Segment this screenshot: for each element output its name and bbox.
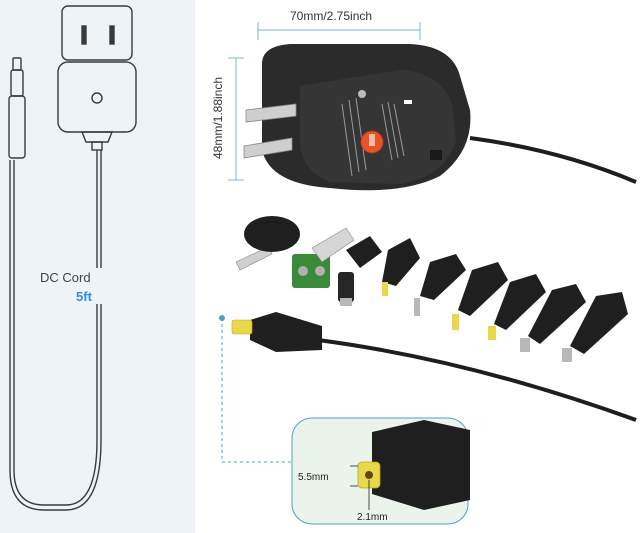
barrel-neck-outline (10, 69, 24, 97)
connector-tip-3 (414, 254, 466, 316)
plug-head-outline (61, 5, 133, 61)
cable-clip-metal (235, 245, 273, 271)
connector-tip-7 (562, 292, 628, 362)
cable-outline-inner (9, 150, 102, 511)
polarity-marker (358, 90, 366, 98)
prong-top (245, 103, 297, 123)
height-dimension-label: 48mm/1.88inch (211, 76, 225, 160)
cable-clip (244, 216, 300, 252)
terminal-screw-1 (298, 266, 308, 276)
dc-plug-body (250, 312, 322, 352)
adapter-photo (243, 44, 637, 191)
adapter-line-drawing (8, 5, 137, 511)
connector-tip-6 (520, 284, 586, 352)
dial-outline (91, 92, 103, 104)
plug-prong-right (109, 25, 115, 45)
accessory-tips (235, 216, 628, 362)
plug-prong-left (81, 25, 87, 45)
adapter-face (300, 70, 456, 184)
zoomed-plug-pin (365, 471, 373, 479)
dc-plug-tip (231, 319, 253, 335)
dimension-lines (228, 22, 421, 181)
callout-dot (219, 315, 225, 321)
connector-tip-micro-usb (338, 236, 382, 306)
terminal-housing (311, 227, 355, 263)
outer-diameter-label: 5.5mm (298, 472, 329, 483)
callout-leader (221, 318, 292, 463)
connector-tip-2 (382, 238, 420, 296)
barrel-tip-outline (12, 57, 22, 71)
output-port (430, 150, 442, 160)
cable-outline (13, 150, 98, 506)
zoomed-plug-body (372, 420, 470, 510)
connector-tip-4 (452, 262, 508, 330)
inner-diameter-label: 2.1mm (357, 512, 388, 523)
adapter-label-print (341, 97, 405, 177)
prong-bottom (243, 137, 293, 159)
adapter-cable (469, 136, 637, 184)
adapter-body-outline (57, 61, 137, 133)
dc-cord-label: DC Cord (40, 270, 91, 285)
width-dimension-label: 70mm/2.75inch (290, 9, 373, 23)
cable-boot-outline (91, 141, 103, 151)
dc-cord-length: 5ft (76, 289, 92, 304)
connector-tip-5 (488, 274, 546, 340)
callout (219, 315, 470, 525)
barrel-body-outline (8, 95, 26, 159)
dc-plug-cable (317, 338, 637, 422)
voltage-dial-slot (369, 134, 375, 146)
terminal-block (292, 254, 330, 288)
indicator-mark (404, 100, 412, 104)
dc-plug (231, 312, 637, 422)
strain-relief-outline (80, 131, 114, 143)
terminal-screw-2 (315, 266, 325, 276)
dc-label-background (36, 268, 124, 304)
